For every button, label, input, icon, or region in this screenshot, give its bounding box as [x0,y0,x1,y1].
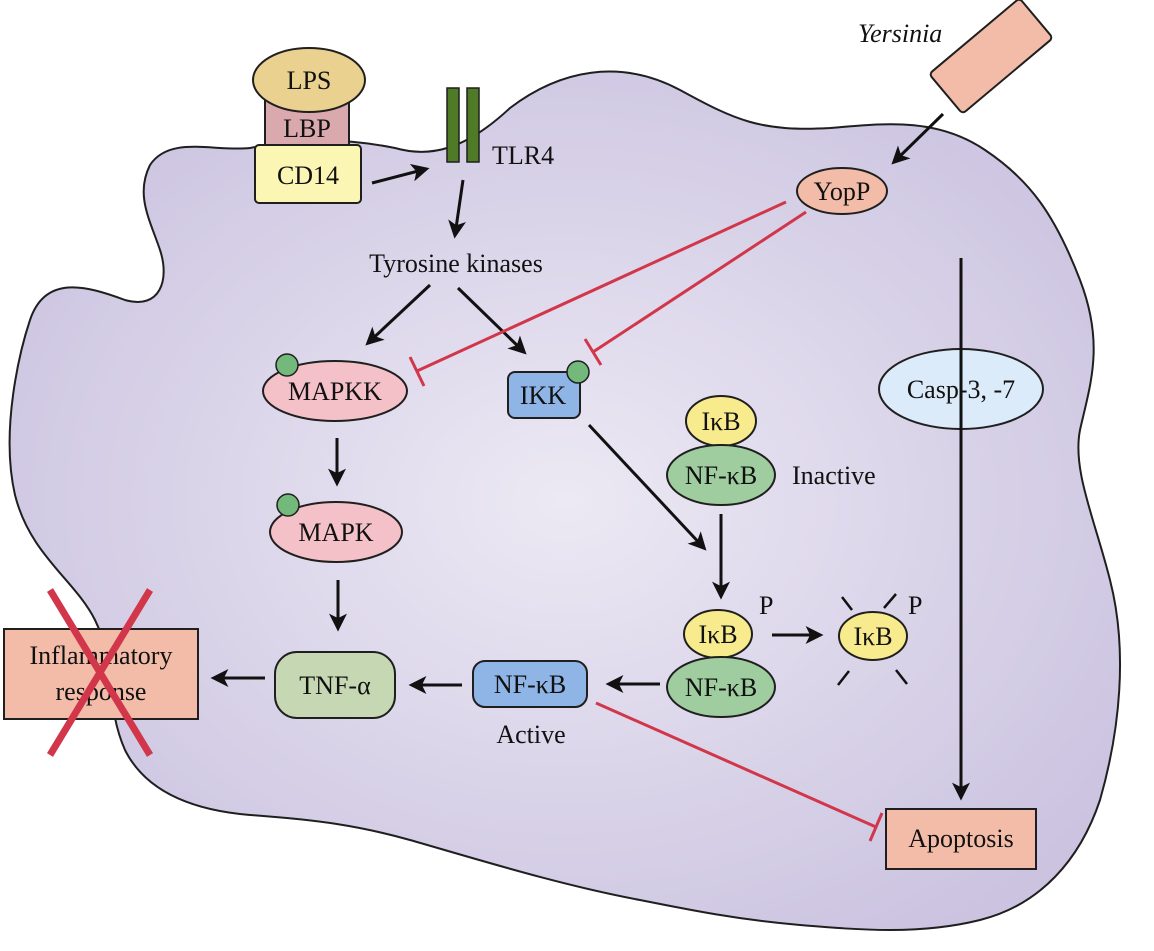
ikb-mid-label: IκB [698,620,737,649]
inhibit-nfkb-apoptosis [595,701,877,829]
tnf-label: TNF-α [299,671,371,700]
yersinia-label: Yersinia [858,19,942,48]
mapkk-label: MAPKK [288,377,382,406]
p-degraded-label: P [908,591,922,620]
lps-label: LPS [287,66,332,95]
ikk-label: IKK [520,381,566,410]
nfkb-top-ellipse [666,444,776,506]
active-label: Active [496,720,565,749]
inhibition-lines [408,200,884,842]
tyrosine-kinases-label: Tyrosine kinases [369,249,543,278]
inactive-label: Inactive [792,461,876,490]
mapk-label: MAPK [298,518,373,547]
cd14-label: CD14 [277,161,339,190]
yopp-label: YopP [814,177,871,206]
tlr4-bar-right [466,87,480,163]
yersinia-bacterium [929,0,1053,114]
mapk-ellipse [269,501,403,563]
inhibit-nfkb-apoptosis-bar [868,812,884,842]
nfkb-mid-label: NF-κB [685,673,757,702]
arrow-yersinia-yopp [891,112,945,165]
apoptosis-label: Apoptosis [908,824,1013,853]
cd14-box [254,144,362,204]
inhibit-yopp-mapkk [416,200,787,373]
activation-arrows [210,112,970,801]
tlr4-bar-left [446,87,460,163]
arrow-cd14-tlr4 [371,163,430,185]
nfkb-mid-ellipse [666,656,776,718]
arrow-tyrosine-mapkk [365,283,432,346]
nfkb-active-box [472,660,588,708]
apoptosis-box [885,808,1037,870]
cell-membrane [8,70,1122,931]
ikb-top-label: IκB [701,407,740,436]
ikb-degraded-label: IκB [853,622,892,651]
inflammatory-label-line2: response [56,677,147,706]
tlr4-label: TLR4 [492,141,554,170]
blocked-cross-icon [47,588,153,757]
inhibit-yopp-mapkk-bar [408,356,426,387]
arrow-tyrosine-ikk [456,286,527,355]
lps-ellipse [252,47,366,113]
mapkk-phospho-icon [275,353,299,377]
inhibit-yopp-ikk-bar [583,338,603,366]
tnf-box [274,651,396,719]
arrow-ikk-ikb [587,423,707,551]
inhibit-yopp-ikk [592,210,807,354]
arrow-tlr4-tyrosine [448,179,466,239]
p-mid-label: P [759,591,773,620]
nfkb-active-label: NF-κB [494,670,566,699]
mapk-phospho-icon [276,493,300,517]
degradation-marks [837,593,908,686]
lbp-label: LBP [283,114,331,143]
ikk-box [507,371,581,419]
nfkb-top-label: NF-κB [685,461,757,490]
ikb-degraded-ellipse [838,611,908,661]
ikk-phospho-icon [566,360,590,384]
yopp-ellipse [796,167,888,215]
mapkk-ellipse [262,360,408,422]
